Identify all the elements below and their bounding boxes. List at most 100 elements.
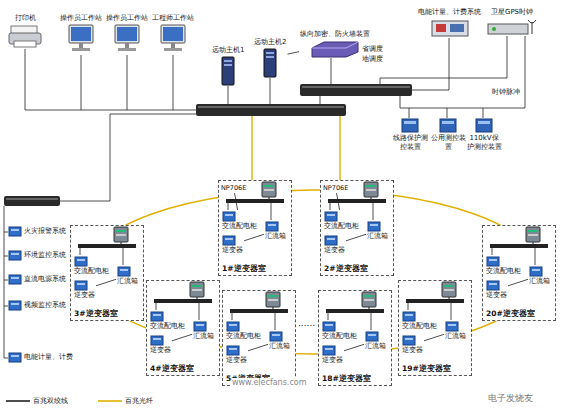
annotation-label: 电子发烧友	[488, 392, 533, 405]
equipment-label: 操作员工作站	[106, 14, 148, 23]
connector	[346, 234, 366, 241]
room-device: 汇流箱	[117, 266, 138, 285]
connector	[344, 344, 364, 351]
blue-icon	[529, 266, 543, 277]
blue-icon	[269, 331, 283, 342]
room-label: 1#逆变器室	[222, 264, 266, 273]
blue-icon	[324, 211, 338, 222]
connector	[424, 334, 444, 341]
subsystem-node: 直流电源系统	[8, 274, 66, 285]
room-device: 逆变器	[150, 335, 171, 354]
device-label: 逆变器	[150, 346, 171, 354]
inverter-room: 5#逆变器室交流配电柜逆变器汇流箱	[222, 290, 296, 386]
device-label: 交流配电柜	[222, 222, 257, 230]
blue-icon	[150, 335, 164, 346]
subsystem-label: 火灾报警系统	[24, 227, 66, 236]
equipment-label: 打印机	[8, 14, 42, 23]
device-label: 逆变器	[402, 346, 423, 354]
legend-label: 百兆光纤	[125, 396, 153, 406]
protection-device: 110kV保护测控装置	[466, 118, 502, 152]
subsystem-label: 视频监控系统	[24, 301, 66, 310]
device-label: 交流配电柜	[402, 322, 437, 330]
dev-icon	[310, 40, 360, 58]
device-label: 汇流箱	[529, 277, 550, 285]
subsystem-label: 直流电源系统	[24, 275, 66, 284]
equipment-label: 操作员工作站	[60, 14, 102, 23]
device-label: 汇流箱	[117, 277, 138, 285]
device-label: 汇流箱	[193, 332, 214, 340]
connector	[244, 234, 264, 241]
switch-model: NP706E	[323, 184, 348, 192]
blue-icon	[365, 331, 379, 342]
blue-icon	[445, 321, 459, 332]
device-label: 汇流箱	[445, 332, 466, 340]
device-label: 逆变器	[486, 291, 507, 299]
pc-icon	[158, 24, 188, 52]
room-device: 逆变器	[324, 235, 345, 254]
blue-icon	[486, 256, 500, 267]
device-label: 交流配电柜	[486, 267, 521, 275]
room-device: 逆变器	[402, 335, 423, 354]
subsystem-label: 环境监控系统	[24, 251, 66, 260]
room-device: 汇流箱	[365, 331, 386, 350]
blue3-icon	[474, 118, 494, 133]
equipment-node: 工程师工作站	[152, 14, 194, 52]
equipment-node: 操作员工作站	[60, 14, 102, 52]
room-device: 逆变器	[222, 235, 243, 254]
room-label: 20#逆变器室	[486, 309, 535, 318]
room-label: 3#逆变器室	[74, 309, 118, 318]
room-device: 汇流箱	[529, 266, 550, 285]
room-label: 4#逆变器室	[150, 364, 194, 373]
device-label: 逆变器	[324, 246, 345, 254]
legend-row: 百兆双绞线	[6, 396, 68, 406]
inverter-room: 18#逆变器室交流配电柜逆变器汇流箱	[318, 290, 392, 386]
protection-device: 线路保护测控装置	[392, 118, 428, 152]
legend-line-sample	[6, 398, 30, 404]
room-label: 2#逆变器室	[324, 264, 368, 273]
blue-icon	[324, 235, 338, 246]
blue-icon	[8, 250, 22, 261]
device-label: 交流配电柜	[74, 267, 109, 275]
device-label: 逆变器	[226, 356, 247, 364]
switch-model: NP706E	[221, 184, 246, 192]
switch-label: NP706E	[323, 184, 348, 192]
equipment-label: 远动主机2	[254, 38, 286, 47]
room-device: 逆变器	[74, 280, 95, 299]
blue-icon	[222, 235, 236, 246]
connector	[172, 334, 192, 341]
subsystem-node: 电能计量、计费	[8, 352, 73, 363]
blue-icon	[402, 335, 416, 346]
room-device: 汇流箱	[193, 321, 214, 340]
blue-icon	[74, 280, 88, 291]
connector	[248, 344, 268, 351]
blue-icon	[322, 321, 336, 332]
connector	[287, 52, 299, 54]
annotation-label: 省调度	[362, 44, 383, 54]
inverter-room: 20#逆变器室交流配电柜逆变器 汇流箱	[482, 225, 556, 321]
blue-icon	[486, 280, 500, 291]
inverter-room: 4#逆变器室交流配电柜逆变器汇流箱	[146, 280, 220, 376]
inverter-room: 19#逆变器室交流配电柜逆变器 汇流箱	[398, 280, 472, 376]
subsystem-node: 视频监控系统	[8, 300, 66, 311]
room-device: 逆变器	[226, 345, 247, 364]
room-device: 汇流箱	[265, 221, 286, 240]
protection-device: 公用测控装置	[430, 118, 466, 152]
annotation-label: ......	[298, 318, 315, 328]
switch-label: NP706E	[221, 184, 246, 192]
room-device: 汇流箱	[269, 331, 290, 350]
room-label: 19#逆变器室	[402, 364, 451, 373]
pc-icon	[112, 24, 142, 52]
device-label: 110kV保护测控装置	[466, 134, 502, 152]
blue-icon	[367, 221, 381, 232]
equipment-node: 操作员工作站	[106, 14, 148, 52]
legend-label: 百兆双绞线	[33, 396, 68, 406]
equipment-label: 卫星GPS时钟	[486, 8, 538, 17]
device-label: 交流配电柜	[322, 332, 357, 340]
subsystem-node: 火灾报警系统	[8, 226, 66, 237]
device-label: 交流配电柜	[226, 332, 261, 340]
room-label: 18#逆变器室	[322, 374, 371, 383]
device-label: 逆变器	[74, 291, 95, 299]
blue-icon	[74, 256, 88, 267]
